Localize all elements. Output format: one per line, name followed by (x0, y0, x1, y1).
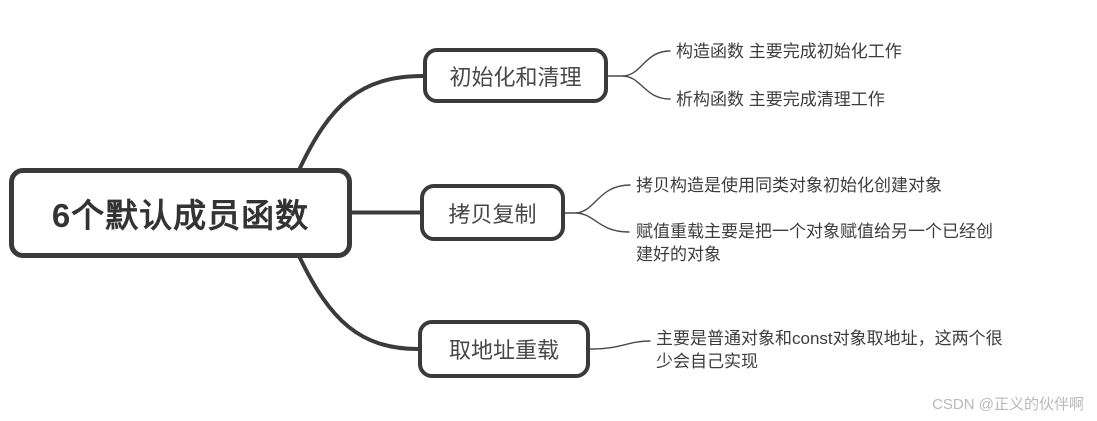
branch-node-label: 拷贝复制 (448, 201, 537, 227)
edge-root-to-branch-1 (298, 74, 425, 170)
root-node-label: 6个默认成员函数 (51, 197, 310, 234)
branch-node-copy[interactable]: 拷贝复制 (420, 184, 565, 241)
leaf-topic-copy-constructor[interactable]: 拷贝构造是使用同类对象初始化创建对象 (636, 176, 942, 195)
csdn-watermark: CSDN @正义的伙伴啊 (932, 396, 1084, 413)
leaf-topic-address-overload[interactable]: 主要是普通对象和const对象取地址，这两个很少会自己实现 (656, 329, 1003, 371)
edge-root-to-branch-3 (298, 256, 420, 351)
edge-branch-2-to-leaves (564, 184, 631, 233)
branch-node-init-cleanup[interactable]: 初始化和清理 (423, 48, 608, 103)
branch-node-address-of[interactable]: 取地址重载 (418, 320, 590, 378)
branch-node-label: 初始化和清理 (449, 64, 582, 90)
leaf-topic-constructor[interactable]: 构造函数 主要完成初始化工作 (676, 42, 902, 61)
leaf-topic-assignment-overload[interactable]: 赋值重载主要是把一个对象赋值给另一个已经创建好的对象 (636, 222, 993, 264)
branch-node-label: 取地址重载 (448, 338, 559, 363)
edge-branch-1-to-leaves (607, 50, 671, 100)
edge-branch-3-to-leaf (589, 340, 651, 350)
leaf-topic-destructor[interactable]: 析构函数 主要完成清理工作 (676, 90, 885, 109)
root-node[interactable]: 6个默认成员函数 (9, 168, 352, 258)
